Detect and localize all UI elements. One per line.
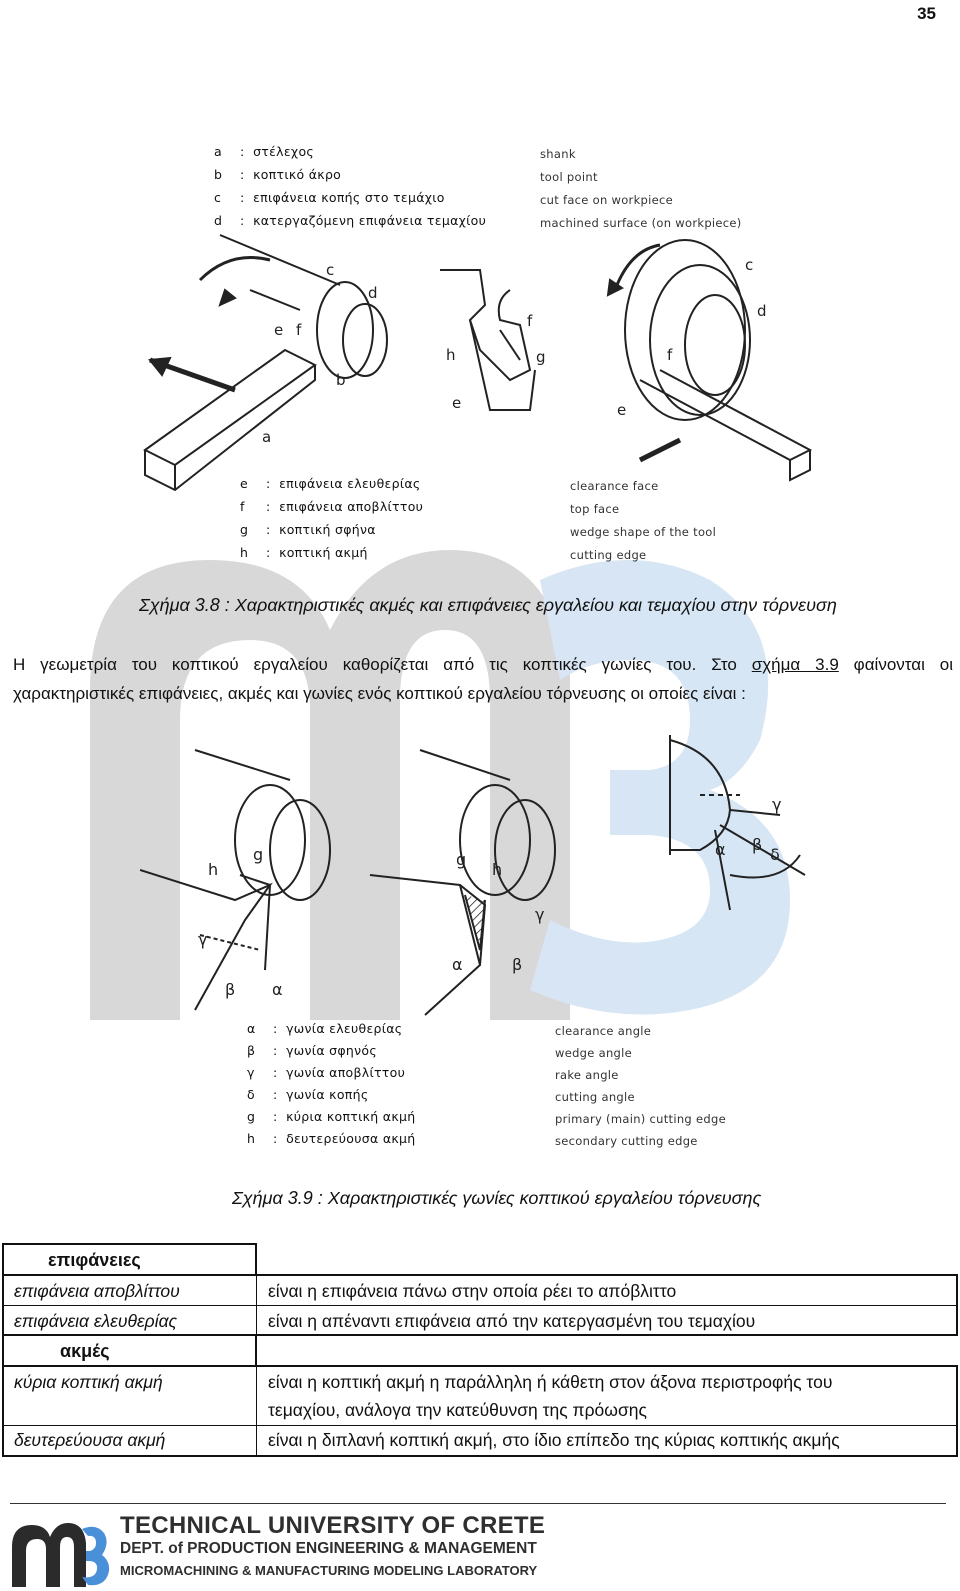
table-term: δευτερεύουσα ακμή <box>14 1430 166 1450</box>
svg-text:g: g <box>456 850 466 869</box>
legend-en-f: top face <box>570 502 620 516</box>
footer-university: TECHNICAL UNIVERSITY OF CRETE <box>120 1512 546 1539</box>
footer-department: DEPT. of PRODUCTION ENGINEERING & MANAGE… <box>120 1540 537 1557</box>
svg-text:f: f <box>527 312 533 330</box>
figure-3-9-legend: α: γωνία ελευθερίας β: γωνία σφηνός γ: γ… <box>0 1015 960 1155</box>
figure-3-8: a: στέλεχος b: κοπτικό άκρο c: επιφάνεια… <box>0 0 960 570</box>
legend-item-beta: β: γωνία σφηνός <box>247 1043 378 1058</box>
legend-en-a: shank <box>540 147 576 161</box>
figure-3-9-caption: Σχήμα 3.9 : Χαρακτηριστικές γωνίες κοπτι… <box>232 1188 762 1208</box>
legend-en-h2: secondary cutting edge <box>555 1134 698 1148</box>
footer-rule <box>10 1503 946 1504</box>
svg-text:c: c <box>745 256 754 274</box>
legend-item-g: g: κοπτική σφήνα <box>240 522 376 537</box>
svg-text:d: d <box>368 284 378 302</box>
table-term: κύρια κοπτική ακμή <box>14 1372 163 1392</box>
svg-text:c: c <box>326 261 335 279</box>
legend-item-e: e: επιφάνεια ελευθερίας <box>240 476 421 491</box>
table-header-box-1 <box>2 1243 257 1276</box>
legend-item-g2: g: κύρια κοπτική ακμή <box>247 1109 416 1124</box>
table-header-edges: ακμές <box>60 1341 110 1361</box>
legend-en-delta: cutting angle <box>555 1090 635 1104</box>
svg-text:α: α <box>272 980 283 999</box>
svg-text:β: β <box>225 980 235 999</box>
table-body-box-2 <box>2 1365 958 1457</box>
table-definition: είναι η απέναντι επιφάνεια από την κατερ… <box>268 1311 756 1331</box>
svg-text:α: α <box>715 840 726 859</box>
svg-text:g: g <box>253 845 263 864</box>
table-definition: είναι η επιφάνεια πάνω στην οποία ρέει τ… <box>268 1281 677 1301</box>
legend-en-gamma: rake angle <box>555 1068 619 1082</box>
legend-en-e: clearance face <box>570 479 659 493</box>
row-divider <box>2 1425 958 1426</box>
legend-en-d: machined surface (on workpiece) <box>540 216 742 230</box>
figure-3-9-link[interactable]: σχήμα 3.9 <box>751 655 839 674</box>
svg-text:f: f <box>667 346 673 364</box>
legend-item-b: b: κοπτικό άκρο <box>214 167 342 182</box>
svg-text:e: e <box>617 401 627 419</box>
svg-text:γ: γ <box>535 905 544 924</box>
legend-item-alpha: α: γωνία ελευθερίας <box>247 1021 403 1036</box>
legend-en-alpha: clearance angle <box>555 1024 652 1038</box>
svg-text:β: β <box>512 955 522 974</box>
legend-en-g2: primary (main) cutting edge <box>555 1112 726 1126</box>
svg-text:d: d <box>757 302 767 320</box>
legend-item-delta: δ: γωνία κοπής <box>247 1087 369 1102</box>
svg-text:f: f <box>296 321 302 339</box>
legend-item-gamma: γ: γωνία αποβλίττου <box>247 1065 406 1080</box>
table-definition-cont: τεμαχίου, ανάλογα την κατεύθυνση της πρό… <box>268 1400 647 1420</box>
legend-en-c: cut face on workpiece <box>540 193 674 207</box>
table-header-surfaces: επιφάνειες <box>48 1250 141 1270</box>
row-divider <box>2 1305 958 1306</box>
m3-watermark-logo <box>90 550 790 1020</box>
table-header-box-2 <box>2 1334 257 1367</box>
legend-en-h: cutting edge <box>570 548 647 562</box>
page-number: 35 <box>917 4 936 23</box>
table-definition: είναι η διπλανή κοπτική ακμή, στο ίδιο ε… <box>268 1430 840 1450</box>
svg-text:h: h <box>208 860 218 879</box>
intro-paragraph: Η γεωμετρία του κοπτικού εργαλείου καθορ… <box>13 655 953 703</box>
column-divider <box>256 1243 257 1457</box>
svg-text:h: h <box>446 346 456 364</box>
svg-text:β: β <box>752 835 762 854</box>
svg-text:α: α <box>452 955 463 974</box>
figure-3-8-caption: Σχήμα 3.8 : Χαρακτηριστικές ακμές και επ… <box>139 595 837 615</box>
table-term: επιφάνεια αποβλίττου <box>14 1281 180 1301</box>
svg-text:γ: γ <box>772 795 781 814</box>
svg-text:a: a <box>262 428 272 446</box>
svg-text:g: g <box>536 348 546 366</box>
legend-en-b: tool point <box>540 170 598 184</box>
svg-text:b: b <box>336 371 346 389</box>
svg-text:h: h <box>492 860 502 879</box>
legend-item-c: c: επιφάνεια κοπής στο τεμάχιο <box>214 190 445 205</box>
svg-text:γ: γ <box>198 930 207 949</box>
table-term: επιφάνεια ελευθερίας <box>14 1311 178 1331</box>
legend-en-g: wedge shape of the tool <box>570 525 717 539</box>
legend-item-f: f: επιφάνεια αποβλίττου <box>240 499 424 514</box>
legend-item-h: h: κοπτική ακμή <box>240 545 368 560</box>
legend-en-beta: wedge angle <box>555 1046 633 1060</box>
legend-item-a: a: στέλεχος <box>214 144 315 159</box>
m3-logo-icon <box>12 1523 110 1587</box>
svg-text:δ: δ <box>770 845 780 864</box>
legend-item-d: d: κατεργαζόμενη επιφάνεια τεμαχίου <box>214 213 487 228</box>
table-definition: είναι η κοπτική ακμή η παράλληλη ή κάθετ… <box>268 1372 833 1392</box>
svg-text:e: e <box>274 321 284 339</box>
footer-laboratory: MICROMACHINING & MANUFACTURING MODELING … <box>120 1563 538 1578</box>
svg-text:e: e <box>452 394 462 412</box>
table-body-box-1 <box>2 1274 958 1336</box>
legend-item-h2: h: δευτερεύουσα ακμή <box>247 1131 416 1146</box>
